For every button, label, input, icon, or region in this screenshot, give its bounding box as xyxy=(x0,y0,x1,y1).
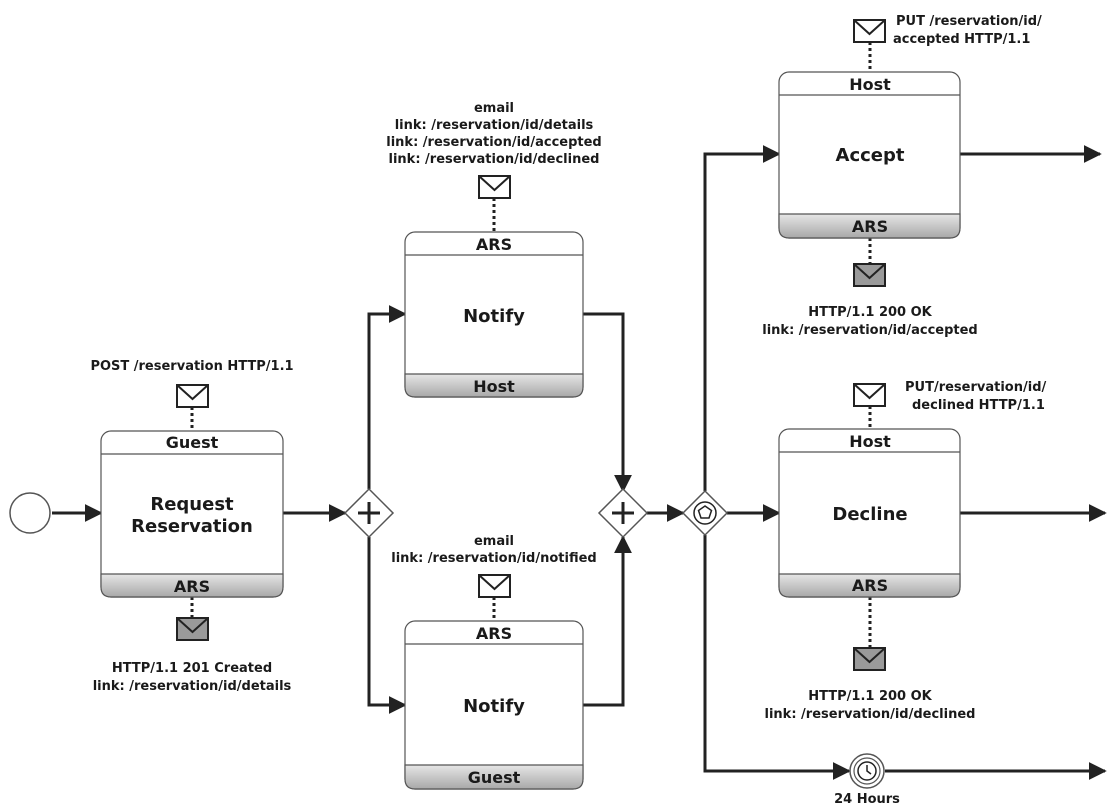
message-notify-guest-line1: email xyxy=(474,534,514,549)
message-accept-out-line1: HTTP/1.1 200 OK xyxy=(808,305,932,320)
task-notify-guest[interactable]: ARS Notify Guest xyxy=(404,620,584,790)
top-role-label: Guest xyxy=(166,433,219,452)
top-role-label: ARS xyxy=(476,624,512,643)
message-request-out-line2: link: /reservation/id/details xyxy=(93,679,292,694)
message-notify-host-line2: link: /reservation/id/details xyxy=(395,118,594,133)
pentagon-icon xyxy=(697,505,713,519)
parallel-join-gateway[interactable] xyxy=(597,487,649,539)
bottom-band xyxy=(100,573,284,598)
message-accept-out-line2: link: /reservation/id/accepted xyxy=(762,323,977,338)
message-request-in: POST /reservation HTTP/1.1 xyxy=(90,359,293,374)
flow-notify-host-to-join xyxy=(583,312,632,493)
task-label: Decline xyxy=(832,504,907,525)
top-role-label: Host xyxy=(849,75,891,94)
message-notify-host-line1: email xyxy=(474,101,514,116)
plus-icon xyxy=(612,502,634,524)
top-role-label: Host xyxy=(849,432,891,451)
envelope-icon xyxy=(176,384,209,408)
bottom-role-label: ARS xyxy=(174,577,210,596)
task-label: Accept xyxy=(836,145,905,166)
envelope-filled-icon xyxy=(853,263,886,287)
event-circle-icon xyxy=(693,501,717,525)
task-label: Notify xyxy=(463,306,525,327)
task-label-line1: Request xyxy=(150,494,234,515)
event-based-gateway[interactable] xyxy=(681,489,729,537)
message-accept-in-line1: PUT /reservation/id/ xyxy=(896,14,1042,29)
message-decline-in-line2: declined HTTP/1.1 xyxy=(912,398,1045,413)
gateway-diamond xyxy=(681,489,729,537)
envelope-icon xyxy=(478,574,511,598)
envelope-filled-icon xyxy=(176,617,209,641)
bottom-band xyxy=(404,764,584,790)
bottom-role-label: ARS xyxy=(852,217,888,236)
task-decline[interactable]: Host Decline ARS xyxy=(778,428,961,598)
plus-icon xyxy=(358,502,380,524)
message-links xyxy=(190,42,872,648)
task-notify-host[interactable]: ARS Notify Host xyxy=(404,231,584,398)
flow-gateway-to-accept xyxy=(703,145,781,491)
timer-event[interactable] xyxy=(849,753,885,789)
flow-gateway-to-timer xyxy=(703,535,851,780)
envelope-icon xyxy=(853,383,886,407)
task-label: Notify xyxy=(463,696,525,717)
task-label-line2: Reservation xyxy=(131,516,253,537)
envelope-icon xyxy=(478,175,511,199)
message-notify-guest-line2: link: /reservation/id/notified xyxy=(391,551,596,566)
flow-notify-guest-to-join xyxy=(583,535,632,707)
message-request-out-line1: HTTP/1.1 201 Created xyxy=(112,661,272,676)
timer-label: 24 Hours xyxy=(834,792,900,807)
envelope-filled-icon xyxy=(853,647,886,671)
message-notify-host-line4: link: /reservation/id/declined xyxy=(389,152,600,167)
message-decline-in-line1: PUT/reservation/id/ xyxy=(905,380,1047,395)
message-decline-out-line1: HTTP/1.1 200 OK xyxy=(808,689,932,704)
message-notify-host-line3: link: /reservation/id/accepted xyxy=(386,135,601,150)
task-accept[interactable]: Host Accept ARS xyxy=(778,71,961,239)
message-decline-out-line2: link: /reservation/id/declined xyxy=(765,707,976,722)
bottom-role-label: Host xyxy=(473,377,515,396)
flow-split-to-notify-guest xyxy=(367,537,407,714)
message-accept-in-line2: accepted HTTP/1.1 xyxy=(893,32,1030,47)
bottom-band xyxy=(778,573,961,598)
clock-hands-icon xyxy=(866,765,872,775)
sequence-flows xyxy=(52,145,1107,780)
bottom-role-label: Guest xyxy=(468,768,521,787)
start-event[interactable] xyxy=(9,492,51,534)
task-request-reservation[interactable]: Guest Request Reservation ARS xyxy=(100,430,284,598)
bottom-band xyxy=(778,213,961,239)
top-role-label: ARS xyxy=(476,235,512,254)
bottom-role-label: ARS xyxy=(852,576,888,595)
parallel-split-gateway[interactable] xyxy=(343,487,395,539)
envelope-icon xyxy=(853,19,886,43)
flow-split-to-notify-host xyxy=(367,305,407,489)
bottom-band xyxy=(404,373,584,398)
